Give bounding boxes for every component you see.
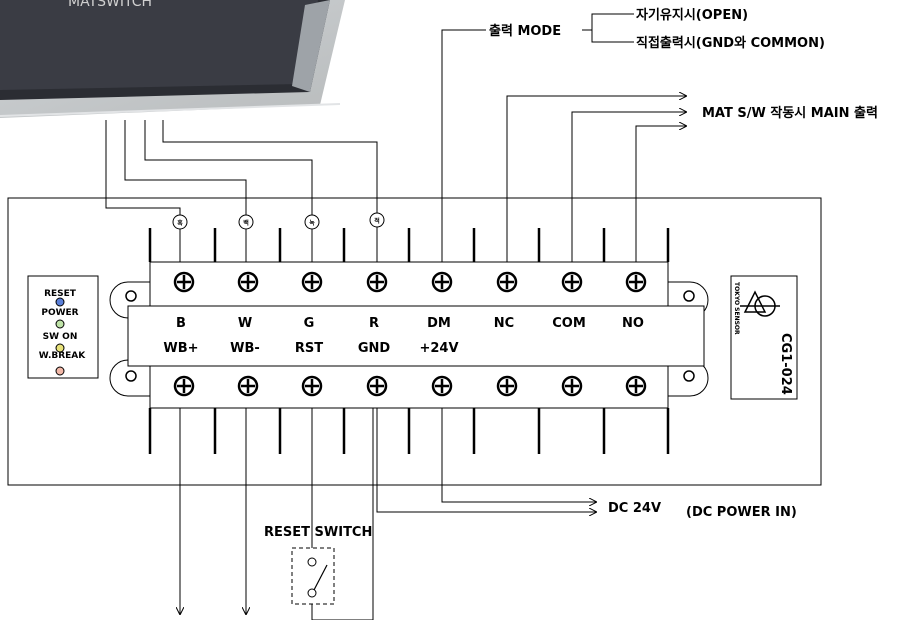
led-label-wbreak: W.BREAK — [39, 351, 87, 361]
terminal-label-top: B — [176, 316, 186, 331]
terminal-label-bottom: WB- — [230, 341, 260, 356]
terminal-label-top: NO — [622, 316, 644, 331]
terminal-label-top: COM — [552, 316, 586, 331]
dc-power-in-label: (DC POWER IN) — [686, 505, 797, 520]
wire-color-black: 흑 — [177, 219, 183, 227]
terminal-screw — [625, 375, 647, 397]
brand-logo — [740, 290, 780, 317]
terminal-label-top: NC — [494, 316, 514, 331]
main-output-label: MAT S/W 작동시 MAIN 출력 — [702, 105, 878, 121]
terminal-screw — [431, 271, 453, 293]
terminal-screw — [301, 271, 323, 293]
terminal-block — [109, 261, 709, 409]
terminal-screw — [366, 375, 388, 397]
terminal-screw — [561, 375, 583, 397]
wire-color-red: 적 — [374, 217, 380, 225]
wire-color-markers: 흑 백 녹 적 — [172, 212, 385, 230]
wire-color-white: 백 — [243, 219, 249, 227]
brand-model: CG1-024 — [778, 333, 793, 395]
terminal-label-top: G — [304, 316, 315, 331]
led-power — [55, 319, 65, 329]
device-photo: MATSWITCH — [0, 0, 345, 118]
terminal-label-top: W — [238, 316, 252, 331]
terminal-label-top: R — [369, 316, 379, 331]
led-reset — [55, 297, 65, 307]
photo-caption: MATSWITCH — [68, 0, 152, 10]
terminal-label-bottom: GND — [358, 341, 391, 356]
terminal-screw — [431, 375, 453, 397]
terminal-screw — [173, 375, 195, 397]
reset-switch — [291, 547, 335, 605]
terminal-label-bottom: RST — [295, 341, 323, 356]
led-label-reset: RESET — [44, 289, 77, 299]
terminal-label-top: DM — [427, 316, 451, 331]
bottom-wires — [180, 408, 596, 620]
led-wbreak — [55, 366, 65, 376]
terminal-label-bottom: WB+ — [163, 341, 198, 356]
terminal-screw — [237, 271, 259, 293]
terminals: B W G R DM NC COM NO WB+ WB- RST GND +24V — [148, 228, 670, 454]
led-indicators: RESET POWER SW ON W.BREAK — [39, 289, 87, 376]
wire-color-green: 녹 — [309, 219, 315, 227]
brand-maker: TOKYO SENSOR — [733, 282, 740, 335]
terminal-screw — [237, 375, 259, 397]
reset-switch-label: RESET SWITCH — [264, 525, 372, 540]
dc-label: DC 24V — [608, 501, 661, 516]
terminal-screw — [561, 271, 583, 293]
terminal-screw — [625, 271, 647, 293]
output-mode-label: 출력 MODE — [489, 23, 561, 39]
terminal-screw — [496, 271, 518, 293]
terminal-screw — [301, 375, 323, 397]
terminal-screw — [173, 271, 195, 293]
mode-open-label: 자기유지시(OPEN) — [636, 8, 748, 23]
terminal-screw — [366, 271, 388, 293]
led-label-swon: SW ON — [43, 332, 78, 342]
led-swon — [55, 343, 65, 353]
mode-direct-label: 직접출력시(GND와 COMMON) — [636, 35, 825, 51]
terminal-label-bottom: +24V — [419, 341, 458, 356]
terminal-screw — [496, 375, 518, 397]
led-label-power: POWER — [41, 308, 78, 318]
